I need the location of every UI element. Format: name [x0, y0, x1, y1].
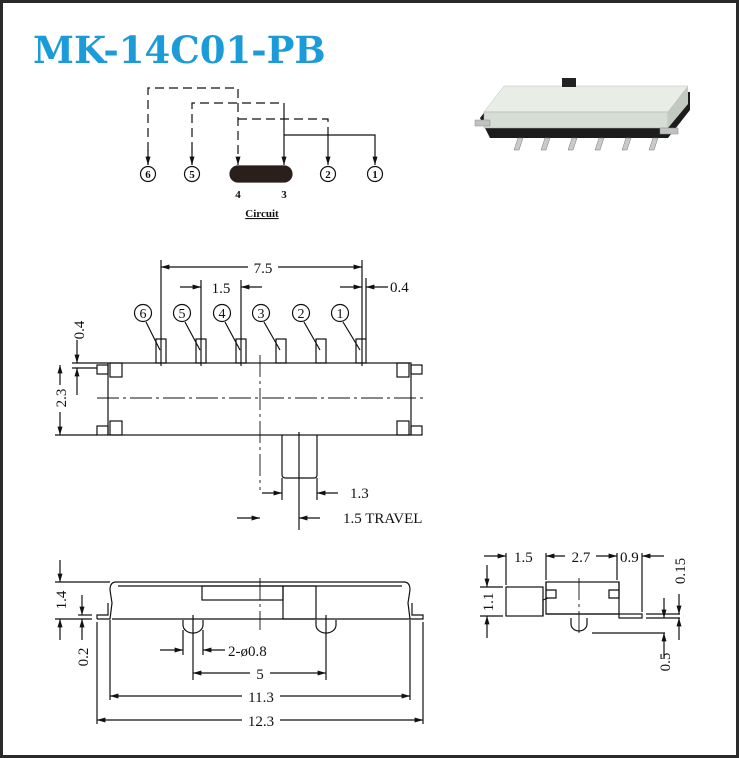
- pins: [155, 338, 367, 364]
- dim-height: 1.4: [54, 590, 70, 609]
- slide-actuator: [281, 435, 318, 479]
- pin-label: 5: [179, 307, 186, 322]
- terminal-label: 5: [189, 169, 195, 181]
- pin-label: 6: [140, 307, 147, 322]
- top-view: 6 5 4 3 2 1 7.5 1.5 0.4 0.4 2.3 1.3 1.5 …: [54, 260, 425, 530]
- terminal-label: 2: [325, 169, 331, 181]
- terminal-label: 6: [145, 169, 151, 181]
- circuit-caption: Circuit: [245, 208, 279, 220]
- dim-total-length: 12.3: [248, 714, 274, 730]
- terminal-label: 1: [372, 169, 378, 181]
- dim-holes: 2-ø0.8: [228, 644, 267, 660]
- dim-body-height: 2.3: [54, 389, 70, 408]
- contact-label: 4: [235, 189, 241, 201]
- common-contact: [229, 165, 293, 183]
- dim-tab: 0.9: [620, 550, 639, 566]
- dim-pitch: 1.5: [212, 281, 231, 297]
- dim-pin-span: 7.5: [254, 261, 273, 277]
- pin-label: 3: [258, 307, 265, 322]
- dim-travel: 1.5 TRAVEL: [343, 511, 422, 527]
- end-view: 1.5 2.7 0.9 1.1 0.15 0.5: [480, 550, 689, 671]
- dim-body-width: 2.7: [572, 550, 591, 566]
- dim-pin-width: 0.4: [390, 280, 409, 296]
- dim-peg: 0.5: [658, 653, 674, 672]
- dim-tab-thickness: 0.15: [673, 558, 689, 584]
- dim-foot: 0.2: [76, 648, 92, 667]
- pin-label: 4: [219, 307, 226, 322]
- slide-actuator: [282, 585, 317, 620]
- pin-label: 1: [337, 307, 344, 322]
- dim-pin-height: 0.4: [72, 320, 88, 339]
- part-number-title: MK-14C01-PB: [33, 28, 326, 72]
- dim-end-height: 1.1: [481, 593, 497, 612]
- contact-label: 3: [281, 189, 287, 201]
- drawing-canvas: MK-14C01-PB 6 5 2 1 4 3 Circuit: [33, 28, 690, 730]
- product-photo: [474, 78, 690, 151]
- dim-actuator: 1.3: [350, 486, 369, 502]
- circuit-diagram: 6 5 2 1 4 3 Circuit: [139, 87, 384, 220]
- dim-hole-pitch: 5: [256, 667, 264, 683]
- dim-actuator-length: 1.5: [514, 550, 533, 566]
- pin-label: 2: [298, 307, 305, 322]
- dim-body-length: 11.3: [248, 690, 274, 706]
- side-view: 2-ø0.8 5 11.3 12.3 1.4 0.2: [54, 560, 424, 730]
